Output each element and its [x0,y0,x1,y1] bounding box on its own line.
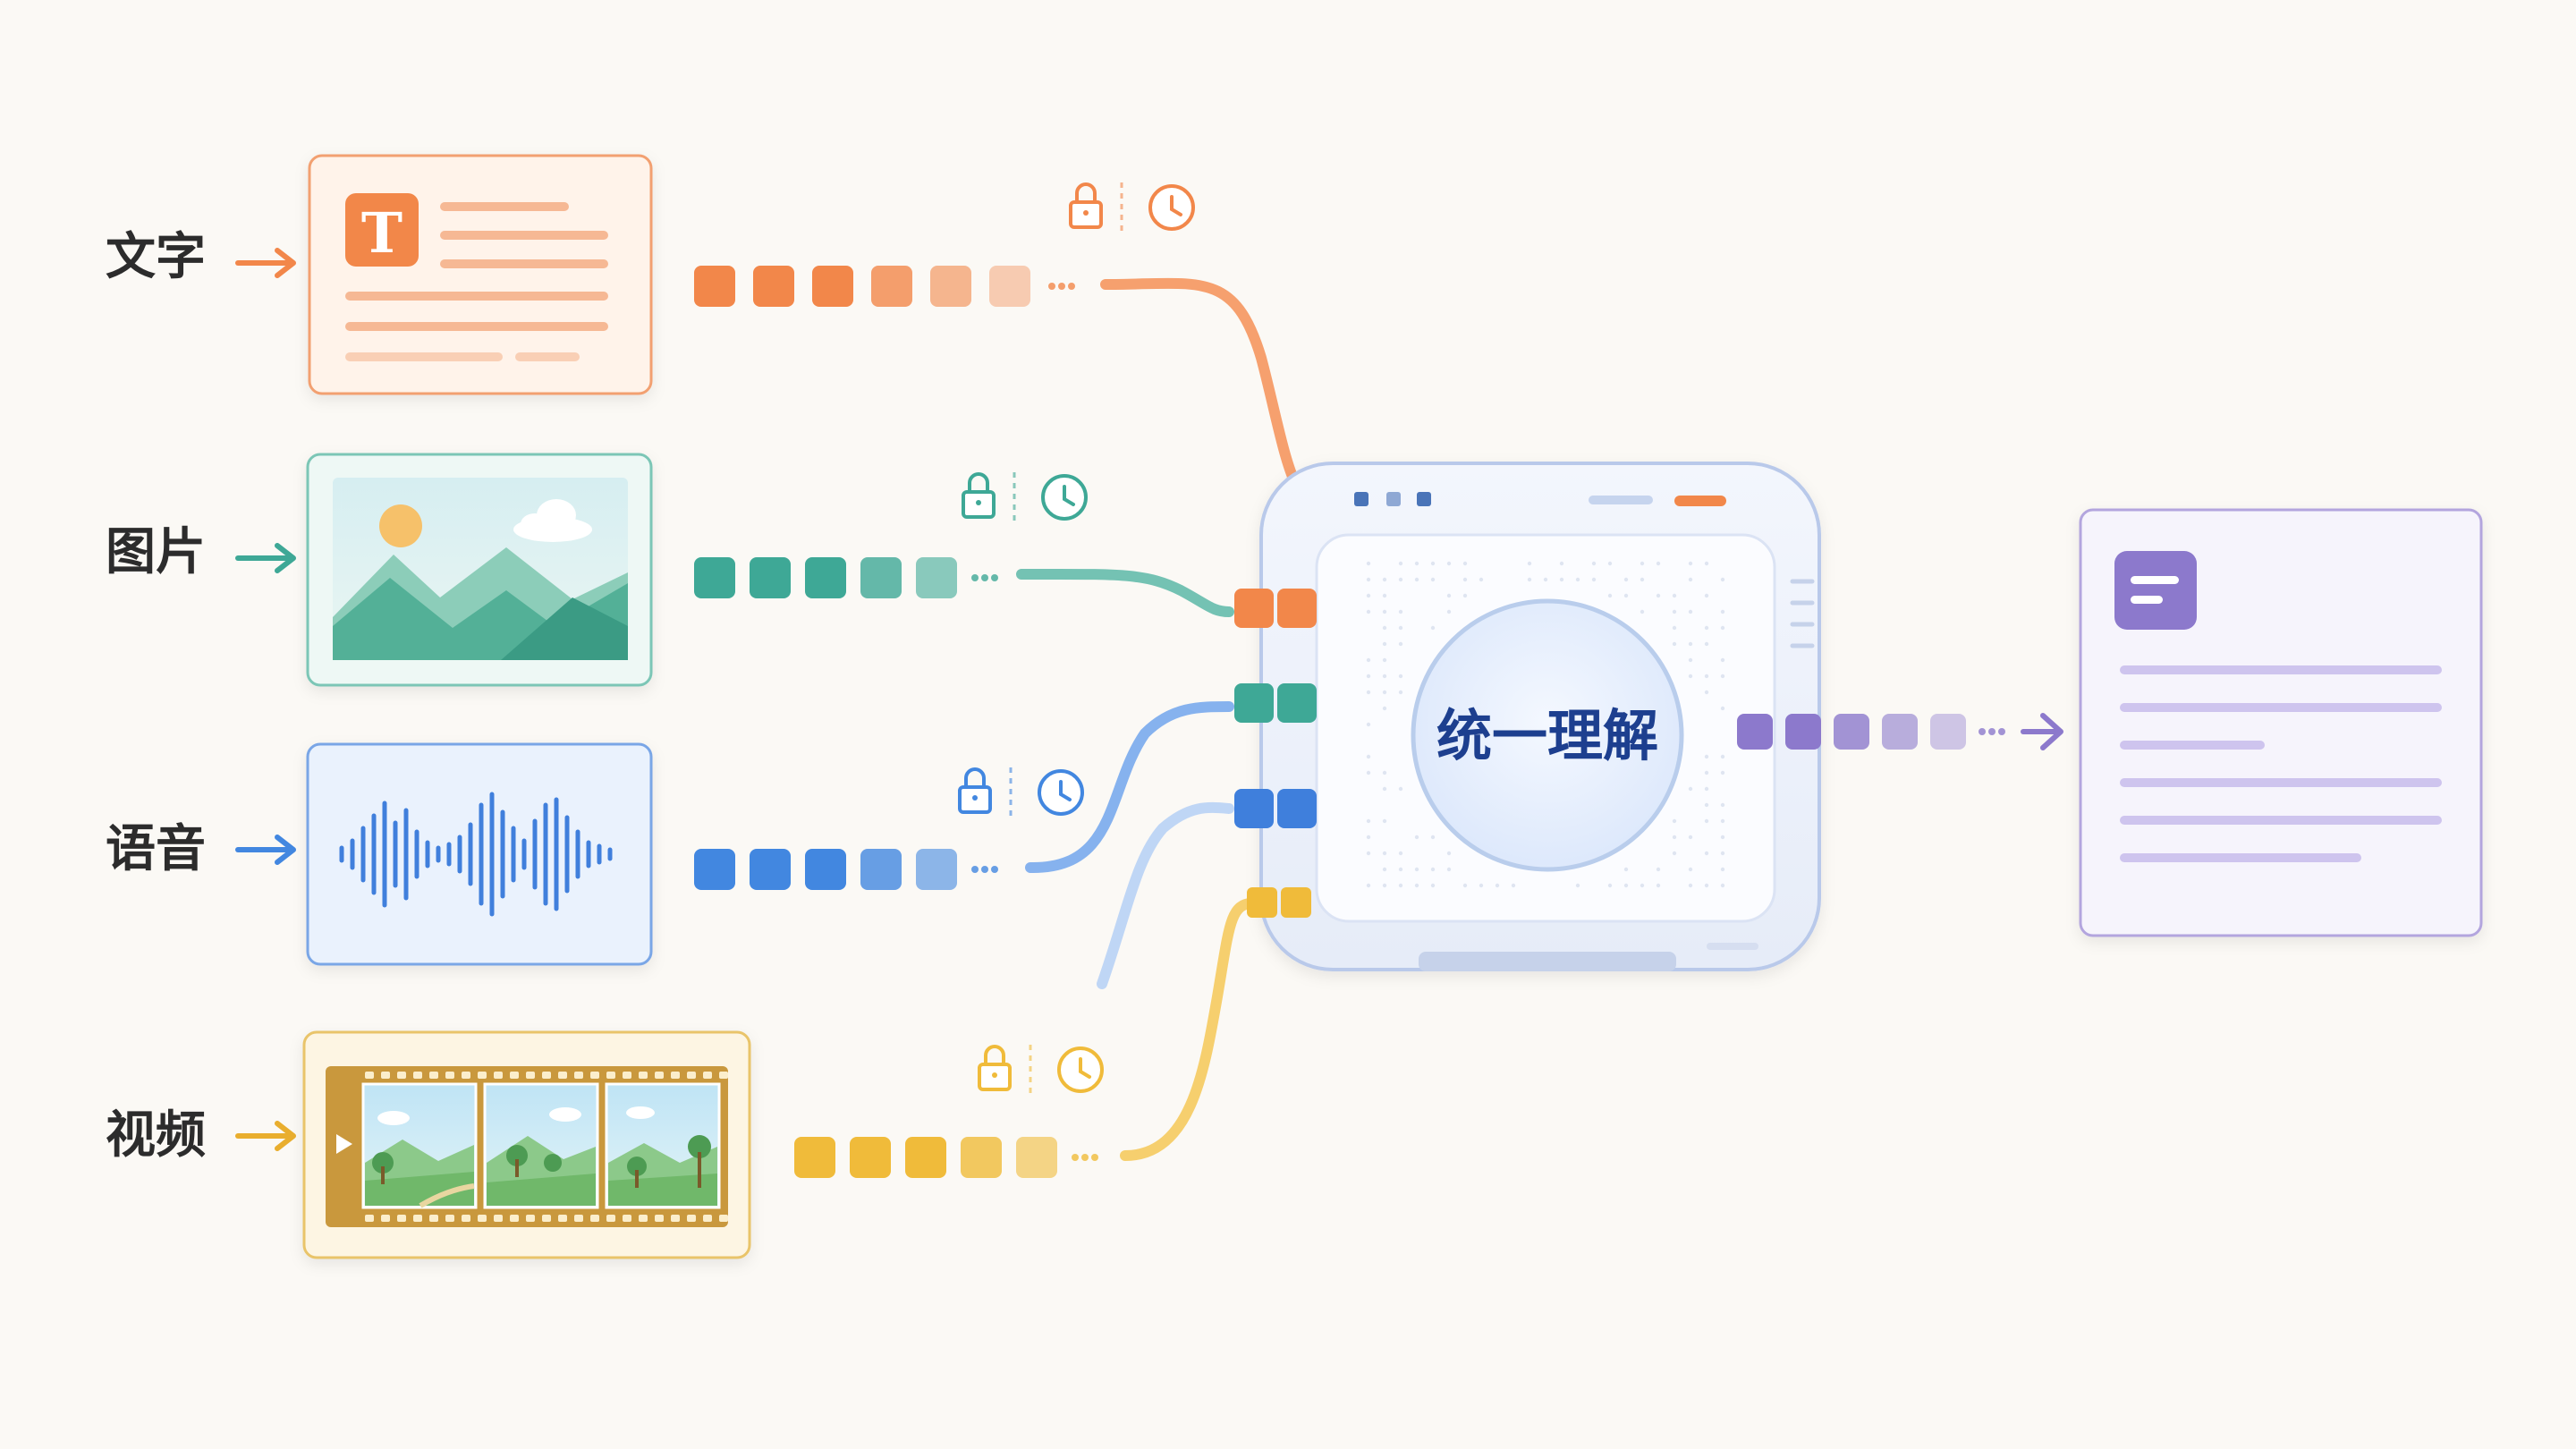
text-token [989,266,1030,307]
svg-text:视频: 视频 [106,1106,206,1165]
output-ellipsis-dot [1979,728,1986,735]
audio-token [805,849,846,890]
mountain-image-icon [333,478,628,660]
text-token [930,266,971,307]
output-ellipsis-dot [1988,728,1996,735]
image-token [694,557,735,598]
token-sequence-audio [694,849,998,890]
video-ellipsis-dot [1081,1154,1089,1161]
video-token [905,1137,946,1178]
video-token [850,1137,891,1178]
image-ellipsis-dot [971,574,979,581]
output-token [1785,714,1821,750]
center-model-device: 统一理解 [1234,463,1819,971]
lock-icon [1071,184,1101,227]
token-sequence-video [794,1137,1098,1178]
text-token [753,266,794,307]
video-ellipsis-dot [1091,1154,1098,1161]
connector-text [1106,284,1299,490]
center-label: 统一理解 [1436,703,1658,768]
output-ellipsis-dot [1998,728,2005,735]
output-token [1737,714,1773,750]
label-arrow-audio [238,837,293,862]
video-token [1016,1137,1057,1178]
connector-video [1125,903,1252,1156]
label-arrow-image [238,546,293,571]
audio-token [860,849,902,890]
audio-token [750,849,791,890]
image-token [860,557,902,598]
film-strip-icon [326,1066,728,1227]
audio-card [308,744,651,964]
audio-token [694,849,735,890]
audio-ellipsis-dot [981,866,988,873]
text-ellipsis-dot [1048,283,1055,290]
output-token [1930,714,1966,750]
clock-icon [1043,476,1086,519]
svg-text:T: T [361,200,402,266]
lock-icon [979,1046,1010,1089]
clock-icon [1059,1048,1102,1091]
image-token [805,557,846,598]
output-token [1882,714,1918,750]
text-token [694,266,735,307]
document-icon [2114,551,2197,630]
text-ellipsis-dot [1058,283,1065,290]
svg-text:图片: 图片 [106,523,206,581]
clock-icon [1039,771,1082,814]
token-sequence-text [694,266,1075,307]
video-token [961,1137,1002,1178]
text-token [871,266,912,307]
video-token [794,1137,835,1178]
audio-ellipsis-dot [971,866,979,873]
output-document [2080,510,2481,936]
image-token [916,557,957,598]
video-card [304,1032,750,1258]
text-card: T [309,156,651,394]
lock-icon [960,769,990,812]
lock-icon [963,474,994,517]
image-card [308,454,651,685]
image-ellipsis-dot [991,574,998,581]
modality-label-text: 文字 [106,228,206,286]
connector-extra [1102,808,1229,984]
output-token [1834,714,1869,750]
svg-text:语音: 语音 [106,820,206,878]
image-token [750,557,791,598]
clock-icon [1150,186,1193,229]
modality-label-video: 视频 [106,1106,206,1165]
label-arrow-text [238,250,293,275]
audio-ellipsis-dot [991,866,998,873]
connector-image [1021,574,1229,612]
text-token [812,266,853,307]
audio-token [916,849,957,890]
label-arrow-video [238,1123,293,1148]
text-ellipsis-dot [1068,283,1075,290]
image-ellipsis-dot [981,574,988,581]
modality-label-image: 图片 [106,523,206,581]
video-ellipsis-dot [1072,1154,1079,1161]
svg-text:文字: 文字 [106,228,206,286]
token-sequence-image [694,557,998,598]
output-arrow [2023,716,2061,748]
text-t-icon: T [345,193,419,267]
modality-label-audio: 语音 [106,820,206,878]
